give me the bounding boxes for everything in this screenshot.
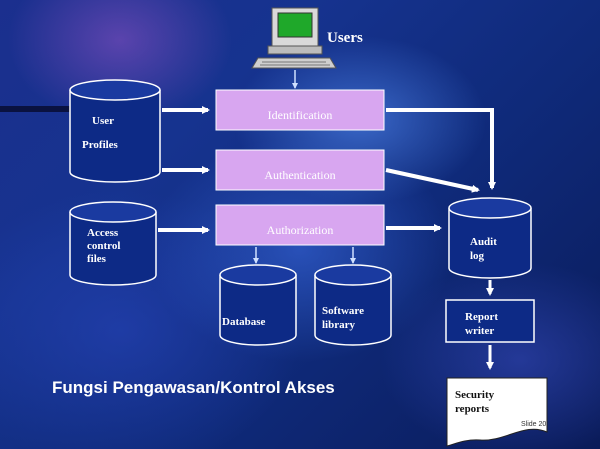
audit-log-store: Audit log (448, 197, 532, 279)
slide-number: Slide 20 (521, 421, 547, 428)
access-control-line-2: control (87, 240, 120, 252)
identification-label: Identification (268, 108, 333, 122)
user-profiles-store: User Profiles (69, 79, 161, 183)
software-library-line-2: library (322, 319, 355, 331)
database-label: Database (222, 316, 266, 328)
report-writer-box (445, 299, 535, 343)
computer-icon (251, 7, 337, 69)
authentication-label: Authentication (264, 168, 335, 182)
security-reports-line-2: reports (455, 403, 490, 415)
users-label: Users (327, 30, 363, 46)
database-store: Database (219, 264, 297, 346)
user-profiles-line-2: Profiles (82, 139, 119, 151)
audit-log-line-2: log (470, 250, 485, 262)
security-reports-line-1: Security (455, 389, 495, 401)
report-writer-line-2: writer (465, 325, 494, 337)
access-control-line-1: Access (87, 227, 119, 239)
access-control-line-3: files (87, 253, 107, 265)
user-profiles-line-1: User (92, 115, 114, 127)
arrow-identification-to-audit (386, 108, 496, 190)
identification-box (215, 89, 385, 131)
arrow-authentication-to-audit (385, 168, 480, 193)
security-reports-document: Security reports (446, 377, 548, 447)
authentication-box (215, 149, 385, 191)
authorization-label: Authorization (267, 223, 334, 237)
software-library-store: Software library (314, 264, 392, 346)
report-writer-line-1: Report (465, 311, 498, 323)
audit-log-line-1: Audit (470, 236, 497, 248)
access-control-files-store: Access control files (69, 201, 157, 286)
authorization-box (215, 204, 385, 246)
slide-caption: Fungsi Pengawasan/Kontrol Akses (52, 378, 335, 397)
software-library-line-1: Software (322, 305, 364, 317)
